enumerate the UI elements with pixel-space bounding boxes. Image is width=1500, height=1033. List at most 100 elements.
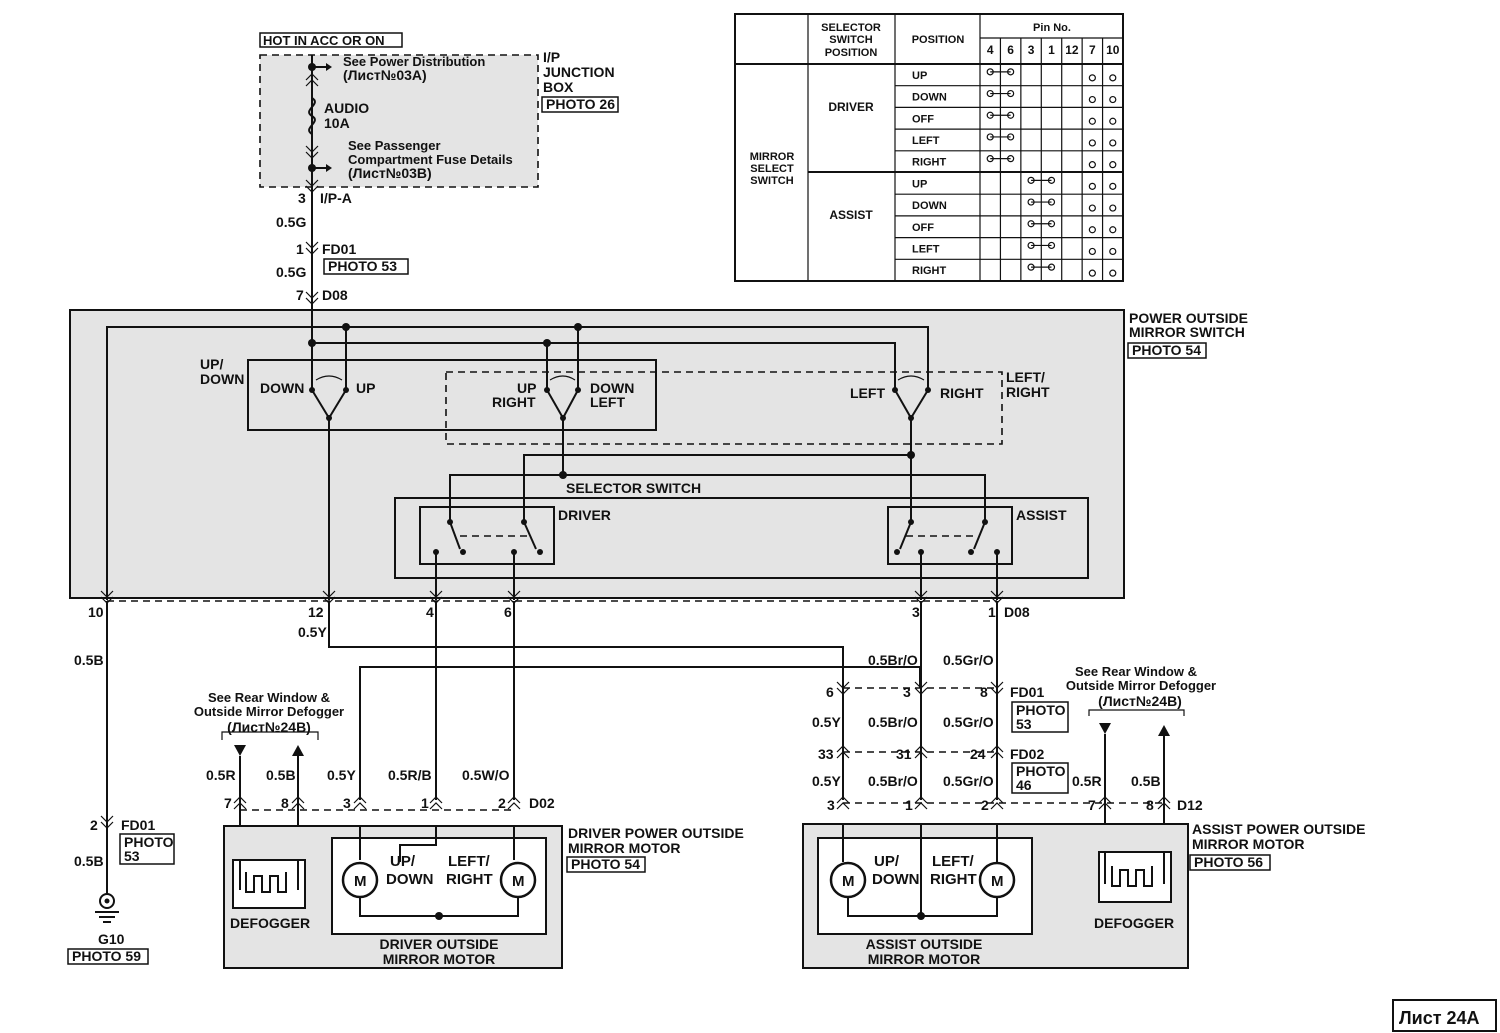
svg-text:LEFT: LEFT: [590, 394, 625, 410]
position-label: DOWN: [912, 200, 947, 212]
pin-header: 12: [1065, 43, 1079, 57]
svg-text:0.5B: 0.5B: [1131, 773, 1161, 789]
svg-text:RIGHT: RIGHT: [940, 385, 984, 401]
svg-text:UP/: UP/: [390, 853, 416, 870]
sheet-label: Лист 24A: [1399, 1008, 1480, 1028]
position-label: RIGHT: [912, 157, 947, 169]
switch-connector: 10 12 4 6 3 1 D08: [88, 590, 1030, 620]
svg-text:MIRROR MOTOR: MIRROR MOTOR: [383, 951, 496, 967]
svg-text:DRIVER OUTSIDE: DRIVER OUTSIDE: [379, 936, 498, 952]
svg-text:12: 12: [308, 604, 324, 620]
svg-text:RIGHT: RIGHT: [446, 871, 493, 888]
svg-text:3: 3: [343, 795, 351, 811]
svg-text:SELECTOR: SELECTOR: [821, 22, 881, 34]
svg-text:46: 46: [1016, 777, 1032, 793]
svg-text:MIRROR MOTOR: MIRROR MOTOR: [568, 840, 681, 856]
fuse-symbol: [308, 97, 316, 135]
pin-header: 10: [1106, 43, 1120, 57]
svg-text:10: 10: [88, 604, 104, 620]
pin-header: 3: [1028, 43, 1035, 57]
svg-text:DEFOGGER: DEFOGGER: [230, 915, 310, 931]
svg-text:FD01: FD01: [322, 241, 356, 257]
svg-text:DOWN: DOWN: [200, 371, 244, 387]
ground-label: G10: [98, 931, 125, 947]
position-label: LEFT: [912, 243, 940, 255]
driver-mirror-motor: DRIVER POWER OUTSIDE MIRROR MOTOR PHOTO …: [223, 825, 744, 969]
fuse-block: HOT IN ACC OR ON See Power Distribution …: [259, 32, 619, 200]
svg-text:SELECTOR SWITCH: SELECTOR SWITCH: [566, 480, 701, 496]
position-label: OFF: [912, 113, 934, 125]
svg-text:DOWN: DOWN: [260, 380, 304, 396]
svg-text:SWITCH: SWITCH: [750, 175, 793, 187]
pin-header: 6: [1007, 43, 1014, 57]
svg-text:POSITION: POSITION: [825, 47, 878, 59]
svg-text:LEFT/: LEFT/: [448, 853, 490, 870]
svg-text:0.5B: 0.5B: [74, 652, 104, 668]
position-label: RIGHT: [912, 265, 947, 277]
svg-text:JUNCTION: JUNCTION: [543, 64, 615, 80]
svg-text:PHOTO: PHOTO: [1016, 763, 1066, 779]
switch-photo: PHOTO 54: [1132, 342, 1201, 358]
svg-text:0.5Y: 0.5Y: [812, 714, 841, 730]
svg-text:DRIVER: DRIVER: [828, 100, 874, 114]
svg-text:ASSIST POWER OUTSIDE: ASSIST POWER OUTSIDE: [1192, 821, 1365, 837]
svg-text:2: 2: [498, 795, 506, 811]
svg-text:Outside Mirror Defogger: Outside Mirror Defogger: [1066, 678, 1216, 693]
svg-text:(Лист№24В): (Лист№24В): [1098, 693, 1182, 709]
svg-text:DOWN: DOWN: [872, 871, 920, 888]
svg-text:DOWN: DOWN: [386, 871, 434, 888]
svg-text:FD01: FD01: [1010, 684, 1044, 700]
svg-text:0.5B: 0.5B: [266, 767, 296, 783]
svg-text:0.5B: 0.5B: [74, 853, 104, 869]
svg-text:DEFOGGER: DEFOGGER: [1094, 915, 1174, 931]
svg-text:53: 53: [1016, 716, 1032, 732]
svg-text:24: 24: [970, 746, 986, 762]
svg-text:0.5R: 0.5R: [1072, 773, 1102, 789]
svg-text:DRIVER: DRIVER: [558, 507, 611, 523]
svg-text:UP/: UP/: [200, 356, 223, 372]
pin-header: 1: [1048, 43, 1055, 57]
svg-text:0.5Y: 0.5Y: [327, 767, 356, 783]
hot-label-box: [259, 32, 403, 48]
svg-text:SWITCH: SWITCH: [829, 34, 872, 46]
svg-text:M: M: [991, 873, 1004, 890]
right-wiring: 0.5Br/O 0.5Gr/O 6 3 8 FD01 PHOTO 53 0.5Y…: [812, 601, 1216, 860]
position-label: LEFT: [912, 135, 940, 147]
svg-text:D12: D12: [1177, 797, 1203, 813]
position-label: DOWN: [912, 92, 947, 104]
svg-text:1: 1: [296, 241, 304, 257]
svg-text:0.5Gr/O: 0.5Gr/O: [943, 773, 994, 789]
svg-text:2: 2: [981, 797, 989, 813]
svg-text:MIRROR: MIRROR: [750, 151, 795, 163]
svg-text:See Power Distribution: See Power Distribution: [343, 54, 485, 69]
svg-text:0.5Br/O: 0.5Br/O: [868, 714, 918, 730]
svg-text:MIRROR MOTOR: MIRROR MOTOR: [1192, 836, 1305, 852]
svg-text:RIGHT: RIGHT: [1006, 384, 1050, 400]
svg-text:3: 3: [912, 604, 920, 620]
svg-text:RIGHT: RIGHT: [930, 871, 977, 888]
svg-text:7: 7: [1088, 797, 1096, 813]
svg-text:UP/: UP/: [874, 853, 900, 870]
svg-text:M: M: [354, 873, 367, 890]
svg-text:3: 3: [827, 797, 835, 813]
svg-text:7: 7: [296, 287, 304, 303]
position-label: OFF: [912, 222, 934, 234]
svg-text:POWER OUTSIDE: POWER OUTSIDE: [1129, 310, 1248, 326]
svg-text:Compartment Fuse Details: Compartment Fuse Details: [348, 152, 513, 167]
pin-header: 4: [987, 43, 994, 57]
svg-text:2: 2: [90, 817, 98, 833]
svg-text:4: 4: [426, 604, 434, 620]
assist-motor-photo: PHOTO 56: [1194, 854, 1263, 870]
svg-text:I/P-A: I/P-A: [320, 190, 352, 206]
svg-text:I/P: I/P: [543, 49, 560, 65]
svg-text:1: 1: [988, 604, 996, 620]
assist-mirror-motor: ASSIST POWER OUTSIDE MIRROR MOTOR PHOTO …: [802, 821, 1365, 969]
svg-text:0.5Gr/O: 0.5Gr/O: [943, 714, 994, 730]
svg-text:0.5Gr/O: 0.5Gr/O: [943, 652, 994, 668]
svg-text:SELECT: SELECT: [750, 163, 794, 175]
svg-text:0.5Y: 0.5Y: [298, 624, 327, 640]
position-label: UP: [912, 70, 927, 82]
svg-text:FD01: FD01: [121, 817, 155, 833]
svg-text:D08: D08: [322, 287, 348, 303]
